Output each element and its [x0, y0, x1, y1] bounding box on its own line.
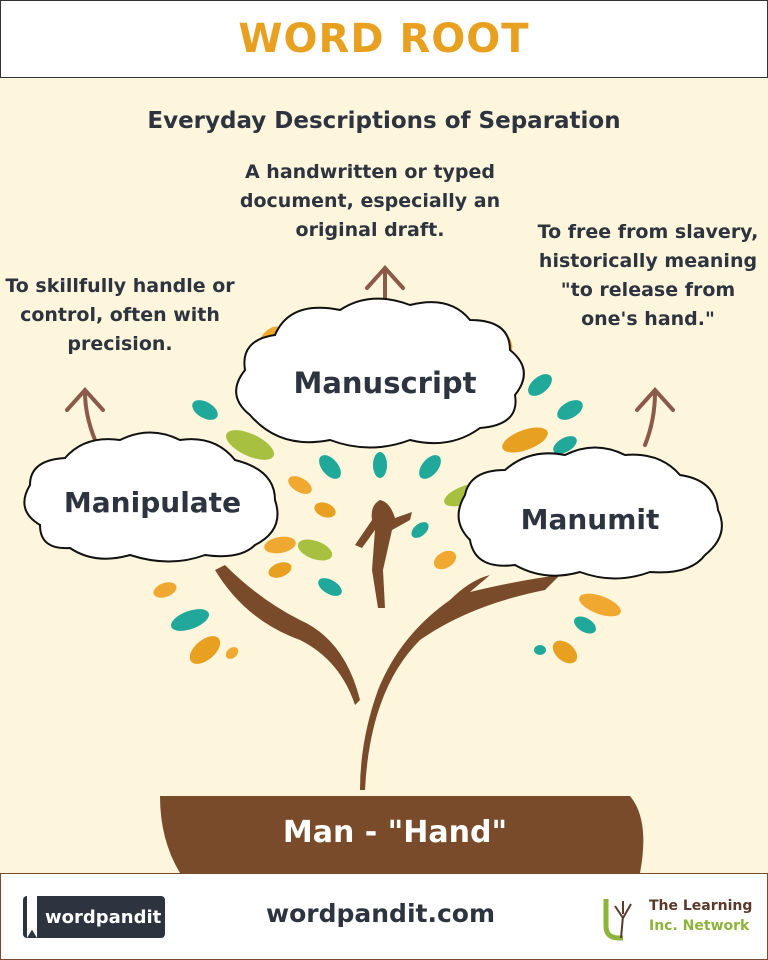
cloud-manuscript — [235, 297, 525, 449]
learning-network-logo: The Learning Inc. Network — [601, 896, 761, 941]
header: WORD ROOT — [0, 0, 768, 78]
definition-manuscript: A handwritten or typed document, especia… — [239, 161, 501, 241]
wordpandit-logo[interactable]: wordpandit — [23, 896, 165, 938]
word-manumit: Manumit — [520, 503, 660, 536]
cloud-manipulate — [23, 431, 279, 563]
clouds — [23, 297, 723, 580]
word-manipulate: Manipulate — [63, 486, 242, 519]
site-link[interactable]: wordpandit.com — [266, 899, 496, 928]
leaves — [153, 326, 621, 664]
word-manuscript: Manuscript — [293, 366, 477, 400]
footer: wordpandit wordpandit.com The Learning I… — [0, 873, 768, 960]
page-title: WORD ROOT — [238, 16, 530, 62]
subtitle: Everyday Descriptions of Separation — [147, 108, 621, 134]
root-label: Man - "Hand" — [282, 815, 508, 850]
definition-manumit: To free from slavery, historically meani… — [537, 221, 759, 330]
logo-text: wordpandit — [45, 906, 162, 928]
network-line1: The Learning — [649, 898, 753, 914]
tree-illustration — [23, 265, 723, 873]
tree-logo-icon — [603, 899, 632, 941]
network-line2: Inc. Network — [649, 918, 750, 934]
hands-tree — [160, 500, 644, 873]
cloud-manumit — [457, 446, 723, 580]
definition-manipulate: To skillfully handle or control, often w… — [5, 275, 235, 355]
